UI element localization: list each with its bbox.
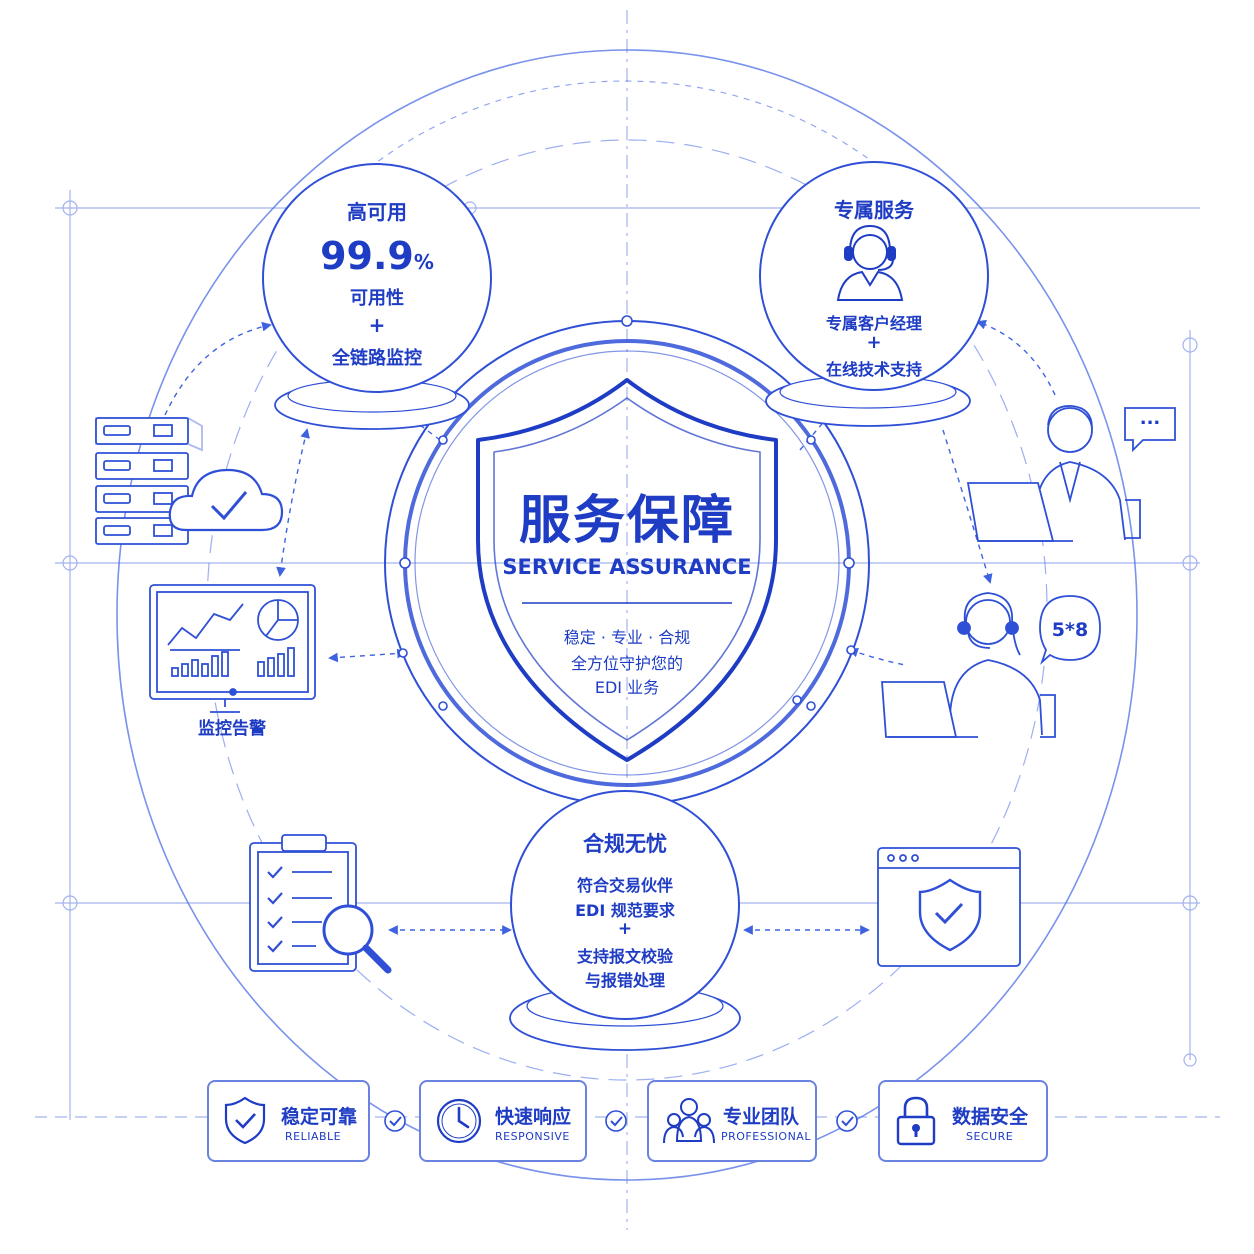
availability-value-group: 99.9% <box>320 234 434 278</box>
speech-bubble-icon <box>1039 595 1101 665</box>
feature-card-secure: 数据安全 SECURE <box>878 1080 1048 1162</box>
compliance-line-3: 支持报文校验 <box>576 947 674 966</box>
center-shield <box>476 378 778 762</box>
shield-check-icon <box>224 1096 266 1145</box>
headset-agent-icon <box>836 224 904 301</box>
dedicated-plus: + <box>866 332 882 353</box>
male-agent-laptop-icon <box>966 405 1141 542</box>
center-tagline-1: 稳定 · 专业 · 合规 <box>563 628 691 647</box>
center-subtitle: SERVICE ASSURANCE <box>502 555 752 579</box>
feature-check-marks <box>384 1110 858 1132</box>
female-agent-laptop-icon <box>881 592 1056 738</box>
full-link-monitoring: 全链路监控 <box>332 348 422 369</box>
feature-card-responsive: 快速响应 RESPONSIVE <box>419 1080 587 1162</box>
chat-bubble-icon <box>1124 407 1176 453</box>
availability-unit: % <box>413 250 434 274</box>
monitoring-alert-label: 监控告警 <box>198 719 266 739</box>
feature-subtitle: RESPONSIVE <box>495 1130 570 1143</box>
dedicated-service-bubble <box>759 161 989 427</box>
support-hours: 5*8 <box>1051 619 1089 641</box>
availability-plus: + <box>368 313 386 337</box>
feature-subtitle: PROFESSIONAL <box>721 1130 811 1143</box>
feature-title: 稳定可靠 <box>281 1106 358 1128</box>
compliance-plus: + <box>617 919 633 939</box>
padlock-icon <box>896 1096 936 1146</box>
browser-shield-icon <box>877 847 1021 967</box>
feature-card-reliable: 稳定可靠 RELIABLE <box>207 1080 370 1162</box>
center-ring-nodes <box>398 315 856 811</box>
center-title: 服务保障 <box>518 491 736 551</box>
high-availability-title: 高可用 <box>347 200 407 224</box>
compliance-line-2: EDI 规范要求 <box>575 901 675 920</box>
feature-title: 快速响应 <box>495 1106 572 1128</box>
feature-subtitle: SECURE <box>966 1130 1014 1143</box>
cloud-check-icon <box>168 468 284 532</box>
availability-label: 可用性 <box>350 288 404 309</box>
compliance-line-1: 符合交易伙伴 <box>576 876 674 895</box>
high-availability-bubble <box>262 163 492 430</box>
feature-card-professional: 专业团队 PROFESSIONAL <box>647 1080 817 1162</box>
team-icon <box>663 1098 715 1144</box>
compliance-bubble <box>509 790 741 1051</box>
dedicated-manager: 专属客户经理 <box>825 314 923 333</box>
monitoring-screen-icon <box>149 584 316 713</box>
online-tech-support: 在线技术支持 <box>825 360 923 379</box>
clock-icon <box>436 1098 482 1144</box>
compliance-title: 合规无忧 <box>583 832 667 856</box>
compliance-line-4: 与报错处理 <box>584 971 666 990</box>
center-tagline-2: 全方位守护您的 <box>570 654 684 673</box>
clipboard-checklist-icon <box>249 834 392 974</box>
feature-title: 专业团队 <box>723 1106 800 1128</box>
server-stack-icon <box>95 417 203 545</box>
chat-bubble-text: ... <box>1139 408 1161 429</box>
center-tagline-3: EDI 业务 <box>594 678 660 697</box>
feature-title: 数据安全 <box>952 1106 1029 1128</box>
feature-subtitle: RELIABLE <box>285 1130 342 1143</box>
availability-value: 99.9 <box>320 234 414 278</box>
dedicated-service-title: 专属服务 <box>834 198 914 222</box>
